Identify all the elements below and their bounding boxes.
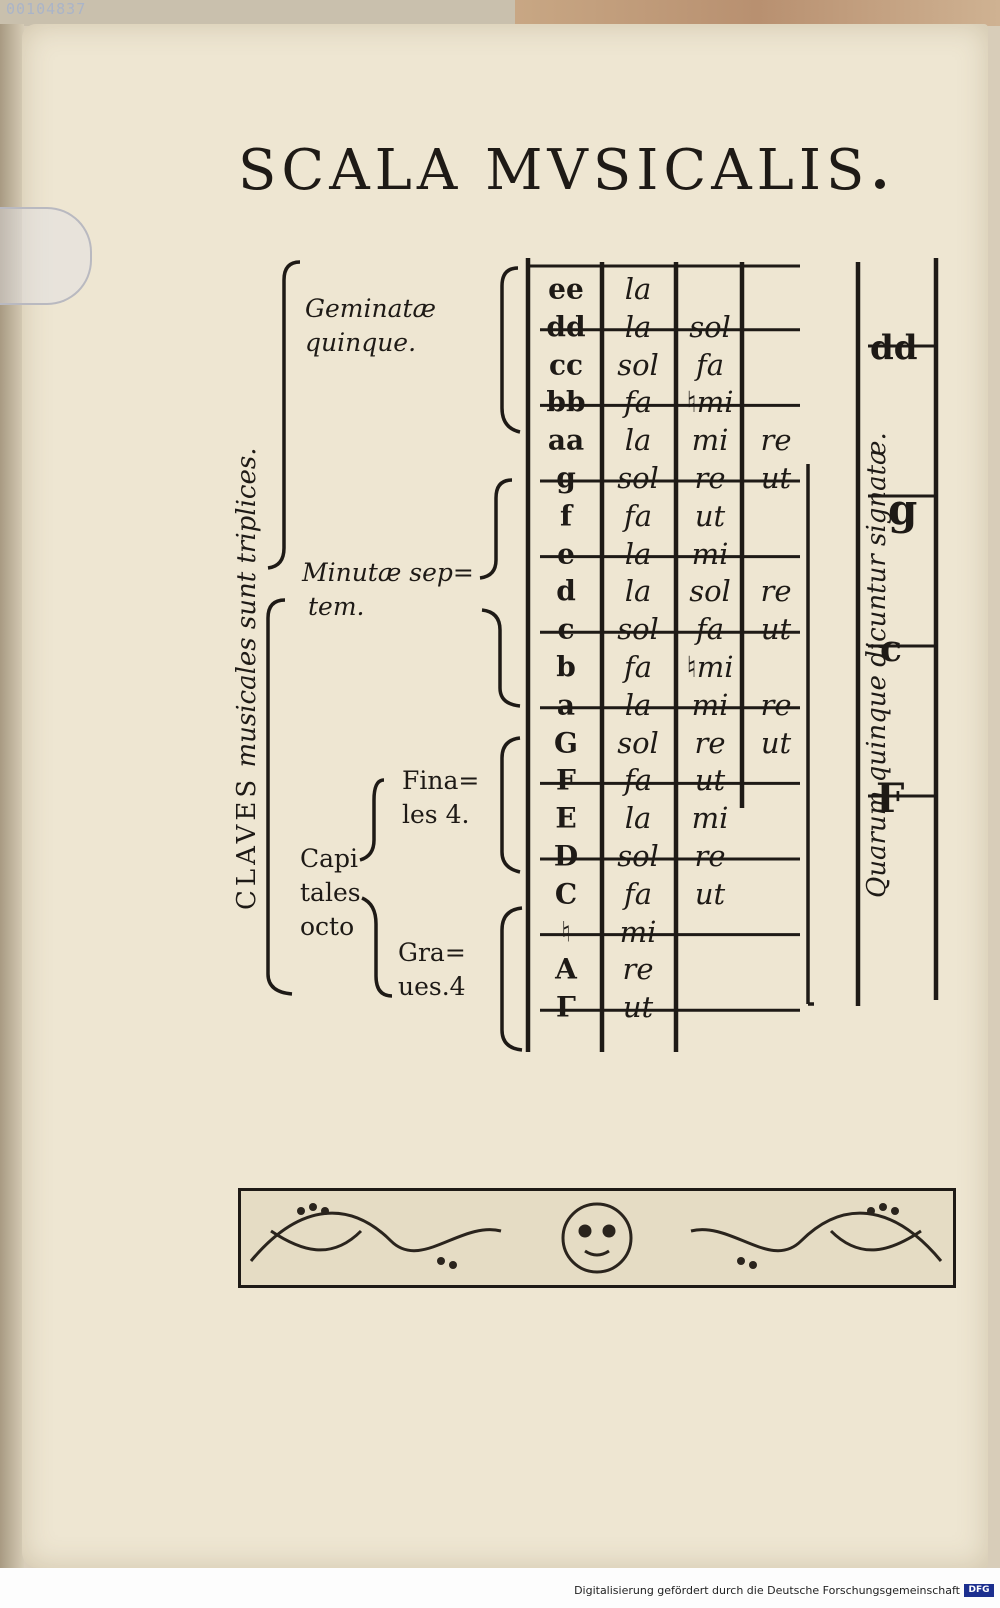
scale-key: dd	[546, 310, 586, 344]
scale-syllable: fa	[623, 649, 653, 684]
scale-syllable: la	[624, 574, 652, 609]
group-graves-line-2: ues.4	[398, 971, 466, 1001]
bookmark-tab[interactable]	[0, 207, 92, 305]
binding-leather	[515, 0, 1000, 26]
scale-syllable: la	[624, 309, 652, 344]
group-minutae-line-2: tem.	[308, 591, 365, 621]
scale-syllable: sol	[617, 838, 659, 873]
scale-syllable: fa	[695, 612, 725, 647]
group-minutae: Minutæ sep= tem.	[302, 556, 474, 624]
group-capitales-line-2: tales	[300, 877, 361, 907]
scale-syllable: mi	[691, 801, 729, 836]
page-title: SCALA MVSICALIS	[238, 138, 886, 203]
scale-key: c	[557, 612, 575, 646]
scale-syllable: mi	[619, 914, 657, 949]
scale-key: G	[554, 726, 578, 760]
scale-syllable: la	[624, 536, 652, 571]
scale-syllable: ♮mi	[686, 649, 734, 684]
scale-syllable: mi	[691, 687, 729, 722]
scale-key: C	[554, 877, 578, 911]
scale-key: bb	[546, 385, 586, 419]
book-page	[22, 24, 988, 1568]
scale-key: d	[556, 574, 576, 608]
clef-f: F	[876, 775, 905, 822]
digitization-footer: Digitalisierung gefördert durch die Deut…	[0, 1568, 1000, 1608]
scale-key: D	[553, 839, 579, 873]
scale-syllable: fa	[623, 763, 653, 798]
scale-syllable: mi	[691, 536, 729, 571]
scale-syllable: re	[694, 460, 726, 495]
scale-syllable: la	[624, 271, 652, 306]
scale-key: cc	[548, 348, 584, 382]
scale-key: f	[559, 499, 573, 533]
scale-key: e	[557, 537, 575, 571]
scale-key: Γ	[556, 990, 576, 1024]
scan-top-strip: 00104837	[0, 0, 1000, 26]
group-geminatae-line-2: quinque.	[305, 327, 417, 357]
scale-syllable: la	[624, 801, 652, 836]
group-capitales-line-1: Capi	[300, 844, 359, 873]
scale-syllable: re	[622, 952, 654, 987]
scale-key: A	[555, 952, 577, 986]
scale-syllable: ♮mi	[686, 385, 734, 420]
scale-syllable: fa	[695, 347, 725, 382]
scale-key: b	[556, 650, 576, 684]
scale-syllable: ut	[760, 612, 792, 647]
scale-key: g	[556, 461, 576, 495]
group-geminatae-line-1: Geminatæ	[305, 294, 437, 323]
scale-syllable: re	[694, 725, 726, 760]
scale-syllable: ut	[760, 725, 792, 760]
group-finales: Fina= les 4.	[402, 764, 479, 832]
scale-syllable: fa	[623, 876, 653, 911]
scale-syllable: sol	[617, 460, 659, 495]
clef-c: c	[880, 628, 902, 670]
group-capitales: Capi tales octo	[300, 842, 361, 943]
scale-key: ♮	[560, 915, 571, 949]
scale-syllable: fa	[623, 498, 653, 533]
clef-g: g	[888, 485, 918, 534]
scale-syllable: sol	[689, 309, 731, 344]
scale-syllable: re	[760, 574, 792, 609]
scale-syllable: re	[694, 838, 726, 873]
scale-syllable: re	[760, 423, 792, 458]
scale-key: a	[556, 688, 576, 722]
scale-syllable: fa	[623, 385, 653, 420]
scale-syllable: la	[624, 423, 652, 458]
scale-key: aa	[547, 423, 585, 457]
group-capitales-line-3: octo	[300, 911, 355, 941]
scale-syllable: sol	[617, 725, 659, 760]
scale-key: F	[556, 763, 576, 797]
ornament-band	[238, 1188, 956, 1288]
scale-syllable: la	[624, 687, 652, 722]
group-finales-line-1: Fina=	[402, 766, 480, 795]
scale-syllable: re	[760, 687, 792, 722]
group-graves-line-1: Gra=	[398, 938, 466, 967]
footer-credit: Digitalisierung gefördert durch die Deut…	[574, 1584, 960, 1597]
ornament-foliage	[249, 1202, 943, 1274]
dfg-logo: DFG	[964, 1584, 994, 1597]
scan-id: 00104837	[6, 0, 87, 18]
scale-syllable: ut	[622, 990, 654, 1025]
group-geminatae: Geminatæ quinque.	[305, 292, 436, 360]
scale-syllable: ut	[694, 498, 726, 533]
scale-syllable: ut	[760, 460, 792, 495]
group-finales-line-2: les 4.	[402, 799, 470, 829]
group-minutae-line-1: Minutæ sep=	[302, 558, 474, 587]
scale-key: E	[555, 801, 577, 835]
scale-key: ee	[548, 272, 584, 306]
scale-syllable: ut	[694, 763, 726, 798]
scale-syllable: sol	[689, 574, 731, 609]
clef-dd: dd	[870, 328, 918, 368]
scale-syllable: sol	[617, 612, 659, 647]
scale-syllable: sol	[617, 347, 659, 382]
group-graves: Gra= ues.4	[398, 936, 466, 1004]
scale-syllable: mi	[691, 423, 729, 458]
scale-syllable: ut	[694, 876, 726, 911]
